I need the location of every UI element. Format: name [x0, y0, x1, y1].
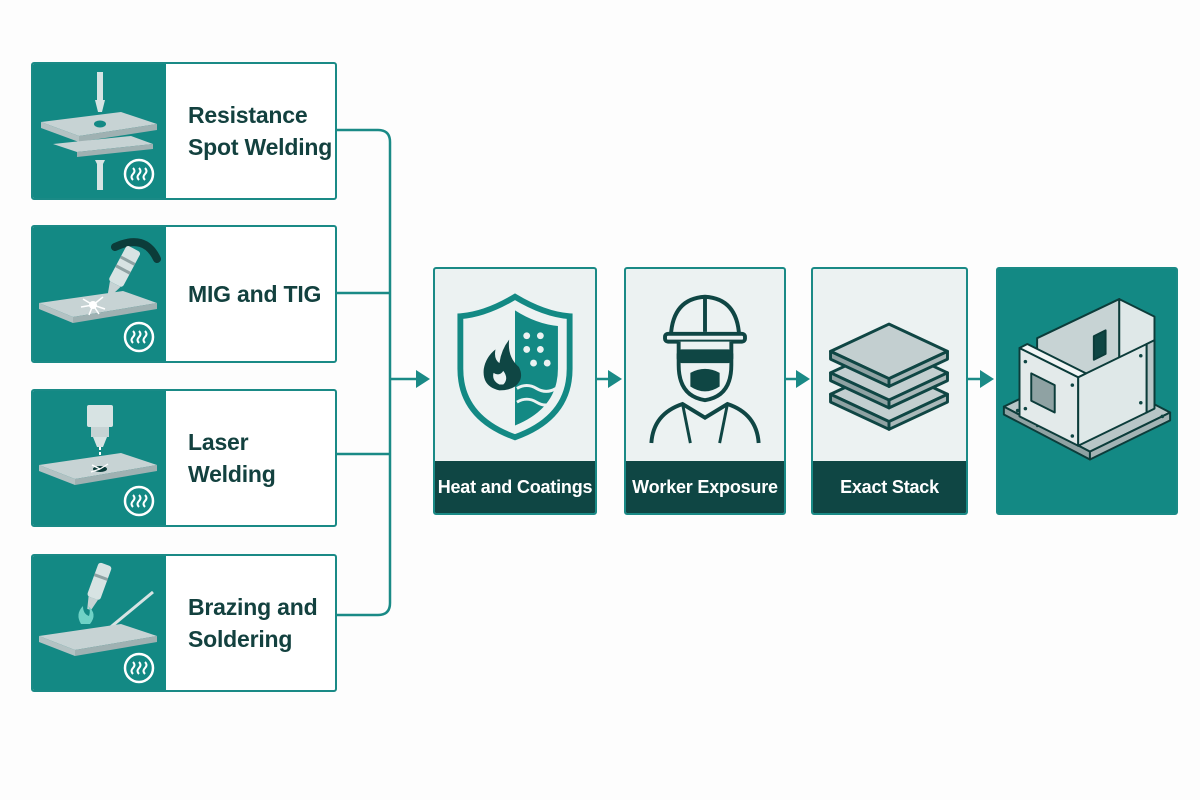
process-card-spot-welding: Resistance Spot Welding — [31, 62, 337, 200]
stage-card-worker-exposure: Worker Exposure — [624, 267, 786, 515]
process-card-laser-welding: Laser Welding — [31, 389, 337, 527]
shield-flame-coating-icon — [435, 269, 595, 463]
process-card-brazing-soldering: Brazing and Soldering — [31, 554, 337, 692]
process-label: MIG and TIG — [188, 281, 322, 307]
stage-card-exact-stack: Exact Stack — [811, 267, 968, 515]
stage-caption: Worker Exposure — [626, 461, 784, 513]
arrow-head-1 — [416, 370, 430, 388]
process-label: Brazing and Soldering — [188, 594, 318, 652]
stage-caption: Heat and Coatings — [435, 461, 595, 513]
sheet-metal-enclosure-icon — [1002, 298, 1172, 461]
mig-tig-torch-icon — [33, 227, 166, 361]
arrow-head-2 — [608, 370, 622, 388]
spot-welding-icon — [33, 64, 166, 198]
stage-card-heat-coatings: Heat and Coatings — [433, 267, 597, 515]
laser-welding-icon — [33, 391, 166, 525]
brazing-torch-icon — [33, 556, 166, 690]
process-label: Laser Welding — [188, 429, 276, 487]
stacked-sheets-icon — [813, 269, 966, 463]
stage-caption: Exact Stack — [813, 461, 966, 513]
worker-respirator-icon — [626, 269, 784, 463]
process-label: Resistance Spot Welding — [188, 102, 333, 160]
arrow-head-3 — [796, 370, 810, 388]
result-card — [996, 267, 1178, 515]
arrow-head-4 — [980, 370, 994, 388]
process-card-mig-tig: MIG and TIG — [31, 225, 337, 363]
